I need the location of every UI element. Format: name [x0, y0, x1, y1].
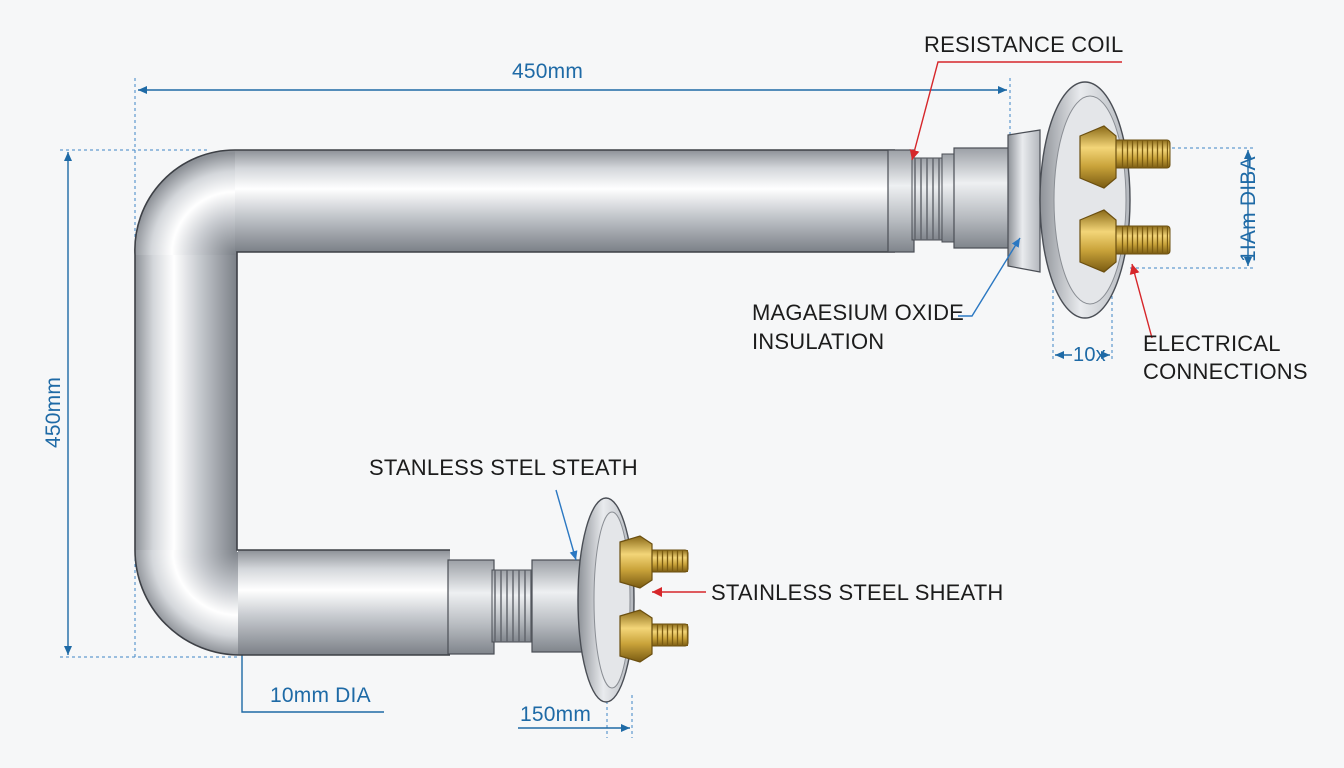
electrical-connections-label-line2: CONNECTIONS	[1143, 359, 1308, 384]
flange-dia-label: 1IAm DIBA	[1237, 156, 1260, 262]
fitting-dimension-label: 150mm	[520, 703, 592, 726]
flange-thickness-label: 10x	[1073, 344, 1106, 366]
resistance-coil-leader	[909, 61, 1122, 161]
left-length-label: 450mm	[42, 376, 65, 448]
sheath-tube	[134, 149, 895, 656]
stanless-sheath-label: STANLESS STEL STEATH	[369, 455, 638, 480]
mgo-leader	[958, 237, 1021, 317]
stanless-sheath-leader	[555, 489, 578, 561]
electrical-connections-leader	[1129, 263, 1153, 339]
mgo-insulation-label-line2: INSULATION	[752, 329, 885, 354]
tube-diameter-label: 10mm DIA	[270, 684, 371, 707]
upper-fitting	[887, 81, 1171, 319]
mgo-insulation-label-line1: MAGAESIUM OXIDE	[752, 300, 965, 325]
resistance-coil-label: RESISTANCE COIL	[924, 32, 1124, 57]
top-length-label: 450mm	[512, 60, 584, 83]
diameter-leader	[238, 640, 384, 713]
stainless-sheath-label: STAINLESS STEEL SHEATH	[711, 580, 1004, 605]
lower-fitting	[447, 497, 689, 703]
electrical-connections-label-line1: ELECTRICAL	[1143, 331, 1281, 356]
leader-lines	[555, 61, 1153, 597]
dimension-lines	[64, 86, 1252, 732]
